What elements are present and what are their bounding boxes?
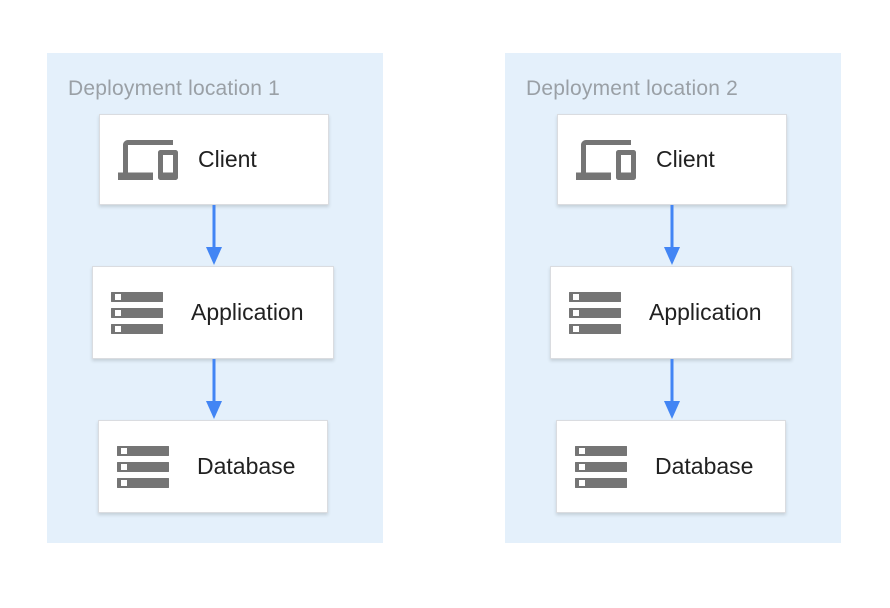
node-label: Application [191, 299, 304, 325]
arrow-client-to-application-icon [206, 205, 222, 265]
storage-icon [117, 445, 169, 488]
panel-title: Deployment location 1 [68, 77, 280, 100]
node-client: Client [557, 114, 787, 205]
arrow-application-to-database-icon [664, 359, 680, 419]
node-label: Application [649, 299, 762, 325]
arrow-client-to-application-icon [664, 205, 680, 265]
devices-icon [576, 130, 636, 190]
node-label: Database [197, 453, 296, 479]
devices-icon [118, 130, 178, 190]
node-label: Client [656, 146, 715, 172]
storage-icon [575, 445, 627, 488]
node-client: Client [99, 114, 329, 205]
arrow-application-to-database-icon [206, 359, 222, 419]
storage-icon [111, 291, 163, 334]
node-label: Database [655, 453, 754, 479]
node-application: Application [92, 266, 334, 359]
storage-icon [569, 291, 621, 334]
deployment-panel-2: Deployment location 2 Client [505, 53, 841, 543]
panel-title: Deployment location 2 [526, 77, 738, 100]
node-database: Database [556, 420, 786, 513]
node-label: Client [198, 146, 257, 172]
node-application: Application [550, 266, 792, 359]
deployment-panel-1: Deployment location 1 Client [47, 53, 383, 543]
node-database: Database [98, 420, 328, 513]
